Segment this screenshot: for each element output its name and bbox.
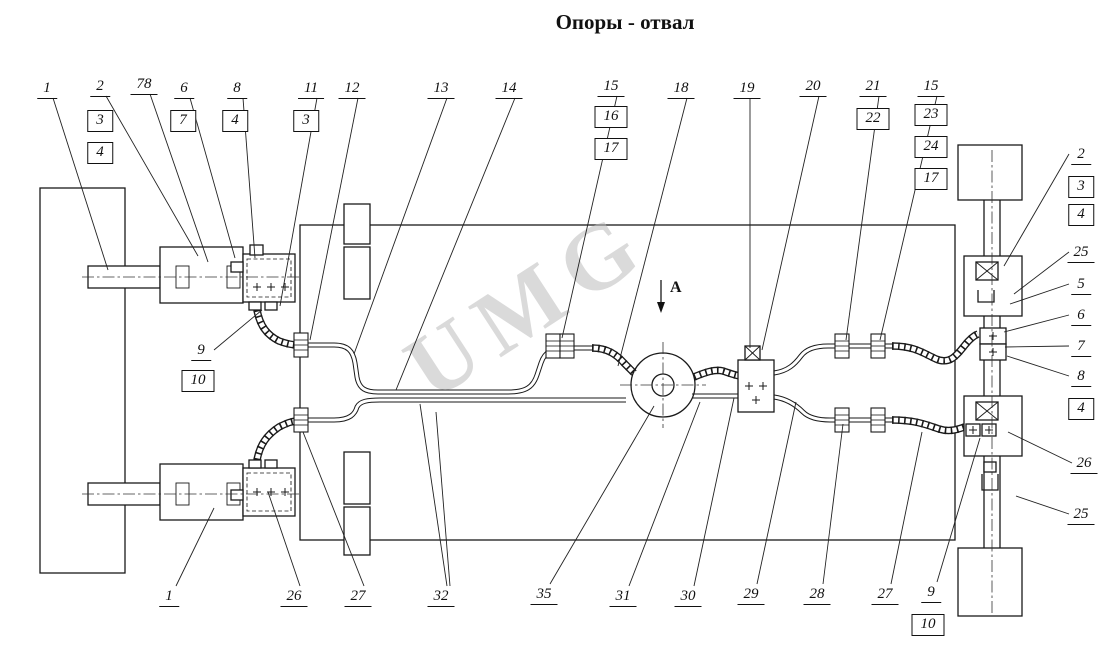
hydraulic-pipes — [306, 342, 892, 423]
callout: 21 — [859, 78, 887, 97]
callout: 24 — [914, 136, 948, 158]
callout: 15 — [597, 78, 625, 97]
callout: 12 — [338, 80, 366, 99]
callout: 26 — [1070, 455, 1098, 474]
callout: 18 — [667, 80, 695, 99]
callout: 10 — [911, 614, 945, 636]
callout: 4 — [1068, 398, 1094, 420]
callout: 9 — [921, 584, 941, 603]
callout: 2 — [1071, 146, 1091, 165]
hydraulic-cylinder-bottom — [87, 459, 296, 521]
callout: 19 — [733, 80, 761, 99]
machine-frame — [299, 203, 956, 556]
center-pivot — [620, 342, 706, 428]
callout: 31 — [609, 588, 637, 607]
callout: 11 — [298, 80, 324, 99]
blade-rail — [957, 144, 1023, 617]
callout: 7 — [170, 110, 196, 132]
callout: 14 — [495, 80, 523, 99]
callout: 27 — [344, 588, 372, 607]
callout: 78 — [130, 76, 158, 95]
callout: 25 — [1067, 506, 1095, 525]
callout: 26 — [280, 588, 308, 607]
right-support-lower — [963, 395, 1023, 491]
callout: 5 — [1071, 276, 1091, 295]
callout: 20 — [799, 78, 827, 97]
callout: 1 — [159, 588, 179, 607]
callout: 22 — [856, 108, 890, 130]
callout: 6 — [1071, 307, 1091, 326]
callout: 4 — [1068, 204, 1094, 226]
right-support-upper — [963, 255, 1023, 361]
page-title: Опоры - отвал — [555, 10, 695, 34]
callout: 28 — [803, 586, 831, 605]
hydraulic-cylinder-top — [87, 244, 296, 311]
callout: 27 — [871, 586, 899, 605]
callout: 17 — [914, 168, 948, 190]
callout: 6 — [174, 80, 194, 99]
callout: 32 — [427, 588, 455, 607]
callout: 3 — [1068, 176, 1094, 198]
valve-block — [737, 345, 775, 413]
centerlines — [82, 150, 993, 616]
callout: 4 — [87, 142, 113, 164]
callout: 1 — [37, 80, 57, 99]
callout: 8 — [1071, 368, 1091, 387]
callout: 3 — [87, 110, 113, 132]
callout: 23 — [914, 104, 948, 126]
callout: 10 — [181, 370, 215, 392]
callout: 7 — [1071, 338, 1091, 357]
callout: 25 — [1067, 244, 1095, 263]
callout: 8 — [227, 80, 247, 99]
section-arrow: А — [657, 279, 682, 313]
callout: 29 — [737, 586, 765, 605]
callout: 17 — [594, 138, 628, 160]
callout: 4 — [222, 110, 248, 132]
callout: 3 — [293, 110, 319, 132]
callout: 15 — [917, 78, 945, 97]
leader-lines — [52, 93, 1073, 587]
left-support-structure — [39, 187, 126, 574]
callout: 9 — [191, 342, 211, 361]
callout: 30 — [674, 588, 702, 607]
section-label: А — [670, 279, 682, 296]
callout: 2 — [90, 78, 110, 97]
callout: 13 — [427, 80, 455, 99]
watermark-text: UMG — [387, 188, 666, 419]
hydraulic-hoses — [253, 309, 981, 461]
callout: 16 — [594, 106, 628, 128]
callout: 35 — [530, 586, 558, 605]
